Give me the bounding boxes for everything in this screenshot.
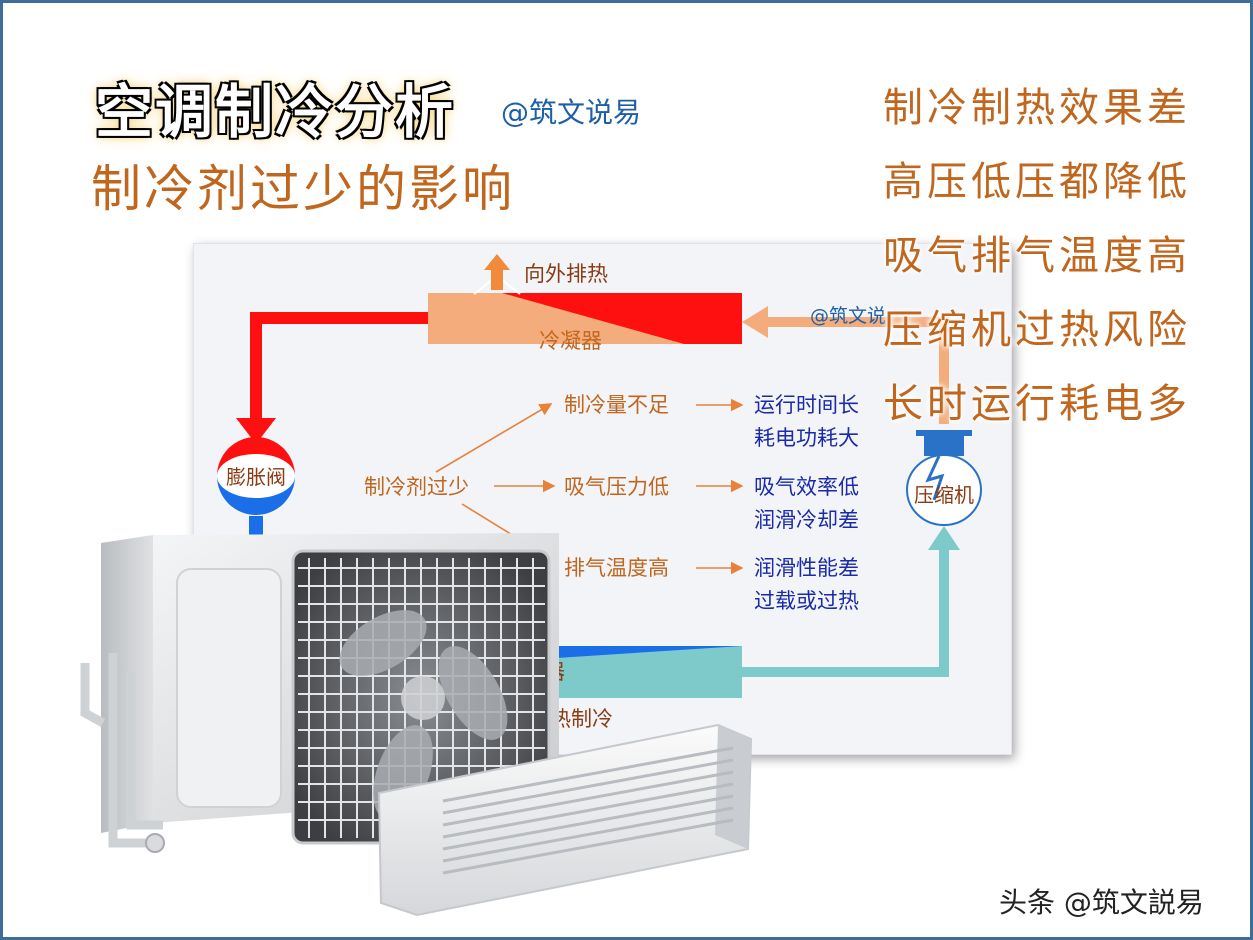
indoor-vent-lines bbox=[442, 746, 734, 875]
hot-refrigerant-line bbox=[250, 312, 429, 426]
suction-arrow-icon bbox=[928, 526, 960, 550]
absorb-heat-label: 热制冷 bbox=[550, 707, 613, 731]
root-cause-label: 制冷剂过少 bbox=[364, 475, 469, 499]
result-3a: 润滑性能差 bbox=[754, 556, 859, 580]
condenser-label: 冷凝器 bbox=[539, 329, 602, 353]
effect-item: 高压低压都降低 bbox=[883, 159, 1191, 205]
condenser-hot-part bbox=[502, 293, 742, 344]
pipe-valve-icon bbox=[145, 833, 165, 853]
cause-label-1: 制冷量不足 bbox=[564, 393, 669, 417]
cause-label-2: 吸气压力低 bbox=[564, 475, 669, 499]
main-title: 空调制冷分析 bbox=[95, 78, 456, 146]
footer-watermark: 头条 @筑文説易 bbox=[999, 886, 1204, 919]
heat-out-label: 向外排热 bbox=[524, 262, 608, 286]
evaporator-label: 蒸发器 bbox=[502, 660, 565, 684]
branch-line-1 bbox=[435, 403, 553, 473]
heat-out-arrow-shape bbox=[484, 254, 510, 290]
expansion-valve-label: 膨胀阀 bbox=[226, 465, 286, 489]
effect-item: 吸气排气温度高 bbox=[883, 233, 1191, 279]
result-2b: 润滑冷却差 bbox=[754, 508, 859, 532]
compressor-icon bbox=[906, 430, 982, 526]
effect-item: 制冷制热效果差 bbox=[883, 85, 1191, 131]
result-1b: 耗电功耗大 bbox=[754, 426, 859, 450]
discharge-line bbox=[766, 317, 949, 424]
suction-line bbox=[742, 544, 949, 677]
subtitle: 制冷剂过少的影响 bbox=[91, 160, 515, 218]
discharge-arrow-icon bbox=[742, 306, 768, 338]
expansion-valve-icon bbox=[217, 437, 295, 515]
author-handle: @筑文说易 bbox=[501, 96, 642, 129]
compressor-label: 压缩机 bbox=[914, 483, 974, 507]
effect-item: 长时运行耗电多 bbox=[883, 381, 1191, 427]
outdoor-unit-pipes bbox=[80, 653, 163, 848]
panel-watermark: @筑文说 bbox=[810, 305, 886, 327]
effect-item: 压缩机过热风险 bbox=[883, 307, 1191, 353]
hot-line-arrow-icon bbox=[236, 418, 276, 444]
result-3b: 过载或过热 bbox=[754, 589, 859, 613]
result-2a: 吸气效率低 bbox=[754, 475, 859, 499]
branch-line-3 bbox=[461, 503, 515, 537]
result-1a: 运行时间长 bbox=[754, 393, 859, 417]
cold-refrigerant-line bbox=[249, 516, 263, 556]
cause-label-3: 排气温度高 bbox=[564, 556, 669, 580]
effects-list: 制冷制热效果差 高压低压都降低 吸气排气温度高 压缩机过热风险 长时运行耗电多 bbox=[883, 71, 1191, 441]
